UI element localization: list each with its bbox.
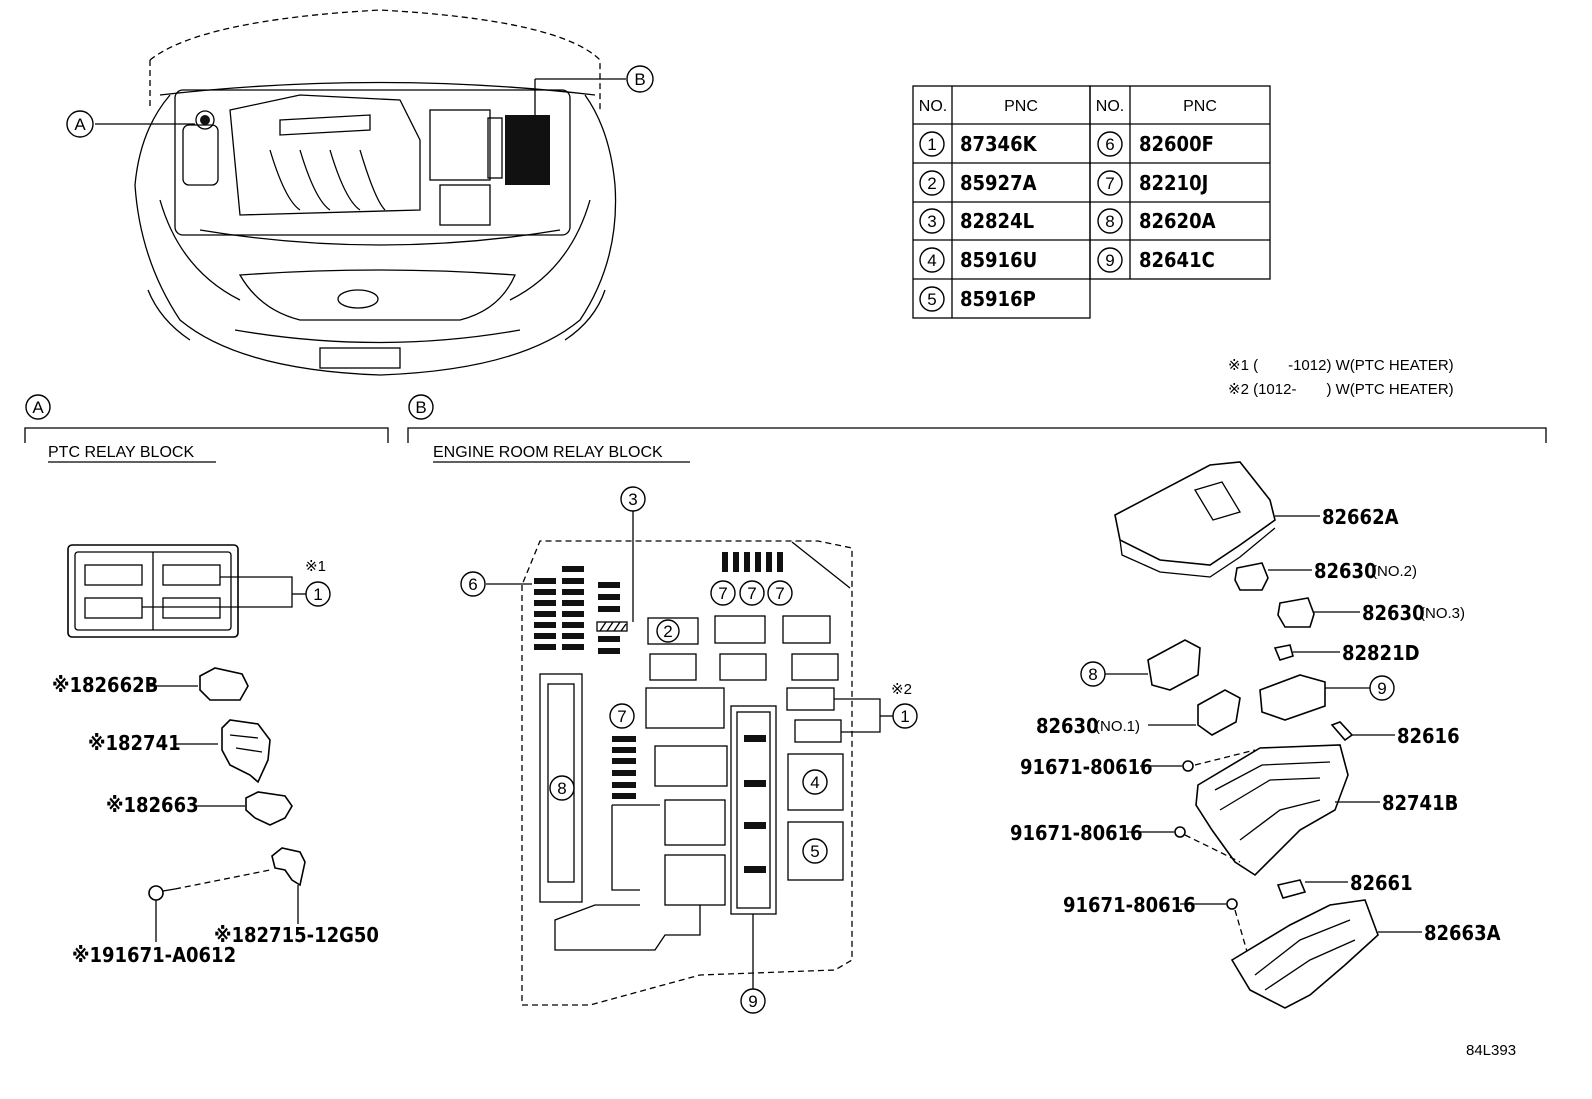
svg-text:2: 2 bbox=[927, 174, 936, 193]
table-row: 9 82641C bbox=[1097, 247, 1215, 273]
bolt-91671-80616-2: 91671-80616 bbox=[1010, 821, 1143, 845]
figure-id: 84L393 bbox=[1466, 1042, 1516, 1059]
relay-callout-7c: 7 bbox=[775, 584, 784, 603]
note-2: ※2 (1012- ) W(PTC HEATER) bbox=[1228, 381, 1454, 398]
table-row: 1 87346K bbox=[919, 131, 1038, 157]
section-a-title: PTC RELAY BLOCK bbox=[48, 444, 194, 461]
exploded-view: 82662A 82630 (NO.2) 82630 (NO.3) 82821D … bbox=[1010, 461, 1501, 1009]
table-row: 7 82210J bbox=[1097, 170, 1208, 196]
relay-callout-1: 1 bbox=[900, 707, 909, 726]
svg-text:3: 3 bbox=[927, 212, 936, 231]
relay-callout-2: 2 bbox=[663, 622, 672, 641]
svg-text:82620A: 82620A bbox=[1139, 209, 1216, 233]
relay-callout-6: 6 bbox=[468, 575, 477, 594]
svg-text:4: 4 bbox=[927, 251, 936, 270]
svg-text:87346K: 87346K bbox=[960, 132, 1038, 156]
svg-text:8: 8 bbox=[1105, 212, 1114, 231]
note-1: ※1 ( -1012) W(PTC HEATER) bbox=[1228, 357, 1454, 374]
relay-callout-8: 8 bbox=[557, 779, 566, 798]
svg-text:82600F: 82600F bbox=[1139, 132, 1214, 156]
svg-text:7: 7 bbox=[1105, 174, 1114, 193]
svg-text:85916P: 85916P bbox=[960, 287, 1036, 311]
svg-text:85916U: 85916U bbox=[960, 248, 1037, 272]
table-row: 8 82620A bbox=[1097, 208, 1216, 234]
exploded-callout-9: 9 bbox=[1377, 679, 1386, 698]
ptc-part-82741: ※182741 bbox=[88, 731, 181, 755]
relay-callout-5: 5 bbox=[810, 842, 819, 861]
exploded-callout-8: 8 bbox=[1088, 665, 1097, 684]
vehicle-callout-b-label: B bbox=[634, 70, 645, 89]
svg-text:1: 1 bbox=[927, 135, 936, 154]
relay-callout-7b: 7 bbox=[747, 584, 756, 603]
ptc-mark-1: ※1 bbox=[305, 558, 326, 575]
section-b-title: ENGINE ROOM RELAY BLOCK bbox=[433, 444, 663, 461]
part-82630-no1-sub: (NO.1) bbox=[1095, 718, 1140, 735]
part-82630-no3-sub: (NO.3) bbox=[1420, 605, 1465, 622]
ptc-relay-block: 1 ※1 ※182662B ※182741 ※182663 ※191671-A0… bbox=[52, 544, 379, 967]
svg-text:85927A: 85927A bbox=[960, 171, 1037, 195]
ptc-part-82663: ※182663 bbox=[106, 793, 199, 817]
relay-callout-3: 3 bbox=[628, 490, 637, 509]
relay-callout-9: 9 bbox=[748, 992, 757, 1011]
relay-callout-7a: 7 bbox=[718, 584, 727, 603]
svg-text:82210J: 82210J bbox=[1139, 171, 1208, 195]
table-header-no-left: NO. bbox=[919, 98, 947, 115]
ptc-callout-1: 1 bbox=[313, 585, 322, 604]
vehicle-illustration: A B bbox=[66, 9, 654, 376]
relay-callout-7d: 7 bbox=[617, 707, 626, 726]
part-82616: 82616 bbox=[1397, 724, 1460, 748]
part-82630-no3: 82630 bbox=[1362, 601, 1425, 625]
fuse-column-left bbox=[534, 566, 620, 654]
ptc-part-82715-12G50: ※182715-12G50 bbox=[214, 923, 379, 947]
svg-text:9: 9 bbox=[1105, 251, 1114, 270]
part-82630-no1: 82630 bbox=[1036, 714, 1099, 738]
table-row: 3 82824L bbox=[919, 208, 1034, 234]
table-header-pnc-right: PNC bbox=[1183, 98, 1217, 115]
part-82630-no2-sub: (NO.2) bbox=[1372, 563, 1417, 580]
svg-text:5: 5 bbox=[927, 290, 936, 309]
part-82663A: 82663A bbox=[1424, 921, 1501, 945]
vehicle-callout-a-label: A bbox=[74, 115, 86, 134]
relay-callout-4: 4 bbox=[810, 773, 819, 792]
bolt-91671-80616-3: 91671-80616 bbox=[1063, 893, 1196, 917]
part-82662A: 82662A bbox=[1322, 505, 1399, 529]
table-row: 2 85927A bbox=[919, 170, 1037, 196]
pnc-table: NO. PNC NO. PNC 1 87346K 2 85927A 3 8282… bbox=[912, 85, 1271, 319]
part-82821D: 82821D bbox=[1342, 641, 1420, 665]
svg-text:82641C: 82641C bbox=[1139, 248, 1215, 272]
section-a-letter: A bbox=[32, 398, 44, 417]
part-82661: 82661 bbox=[1350, 871, 1413, 895]
ptc-part-82662B: ※182662B bbox=[52, 673, 158, 697]
bolt-91671-80616-1: 91671-80616 bbox=[1020, 755, 1153, 779]
table-row: 6 82600F bbox=[1097, 131, 1214, 157]
relay-mark-2: ※2 bbox=[891, 681, 912, 698]
vehicle-callout-b bbox=[626, 65, 654, 93]
svg-text:6: 6 bbox=[1105, 135, 1114, 154]
table-row: 5 85916P bbox=[919, 286, 1036, 312]
engine-room-relay-block: 6 3 2 7 7 7 4 bbox=[460, 486, 918, 1014]
svg-text:82824L: 82824L bbox=[960, 209, 1034, 233]
table-header-no-right: NO. bbox=[1096, 98, 1124, 115]
part-82741B: 82741B bbox=[1382, 791, 1458, 815]
vehicle-callout-a bbox=[66, 110, 94, 138]
section-b-letter: B bbox=[415, 398, 426, 417]
ptc-part-91671-A0612: ※191671-A0612 bbox=[72, 943, 236, 967]
section-b-header: B ENGINE ROOM RELAY BLOCK bbox=[407, 394, 1547, 463]
section-a-header: A PTC RELAY BLOCK bbox=[24, 394, 389, 463]
part-82630-no2: 82630 bbox=[1314, 559, 1377, 583]
table-header-pnc-left: PNC bbox=[1004, 98, 1038, 115]
table-row: 4 85916U bbox=[919, 247, 1037, 273]
